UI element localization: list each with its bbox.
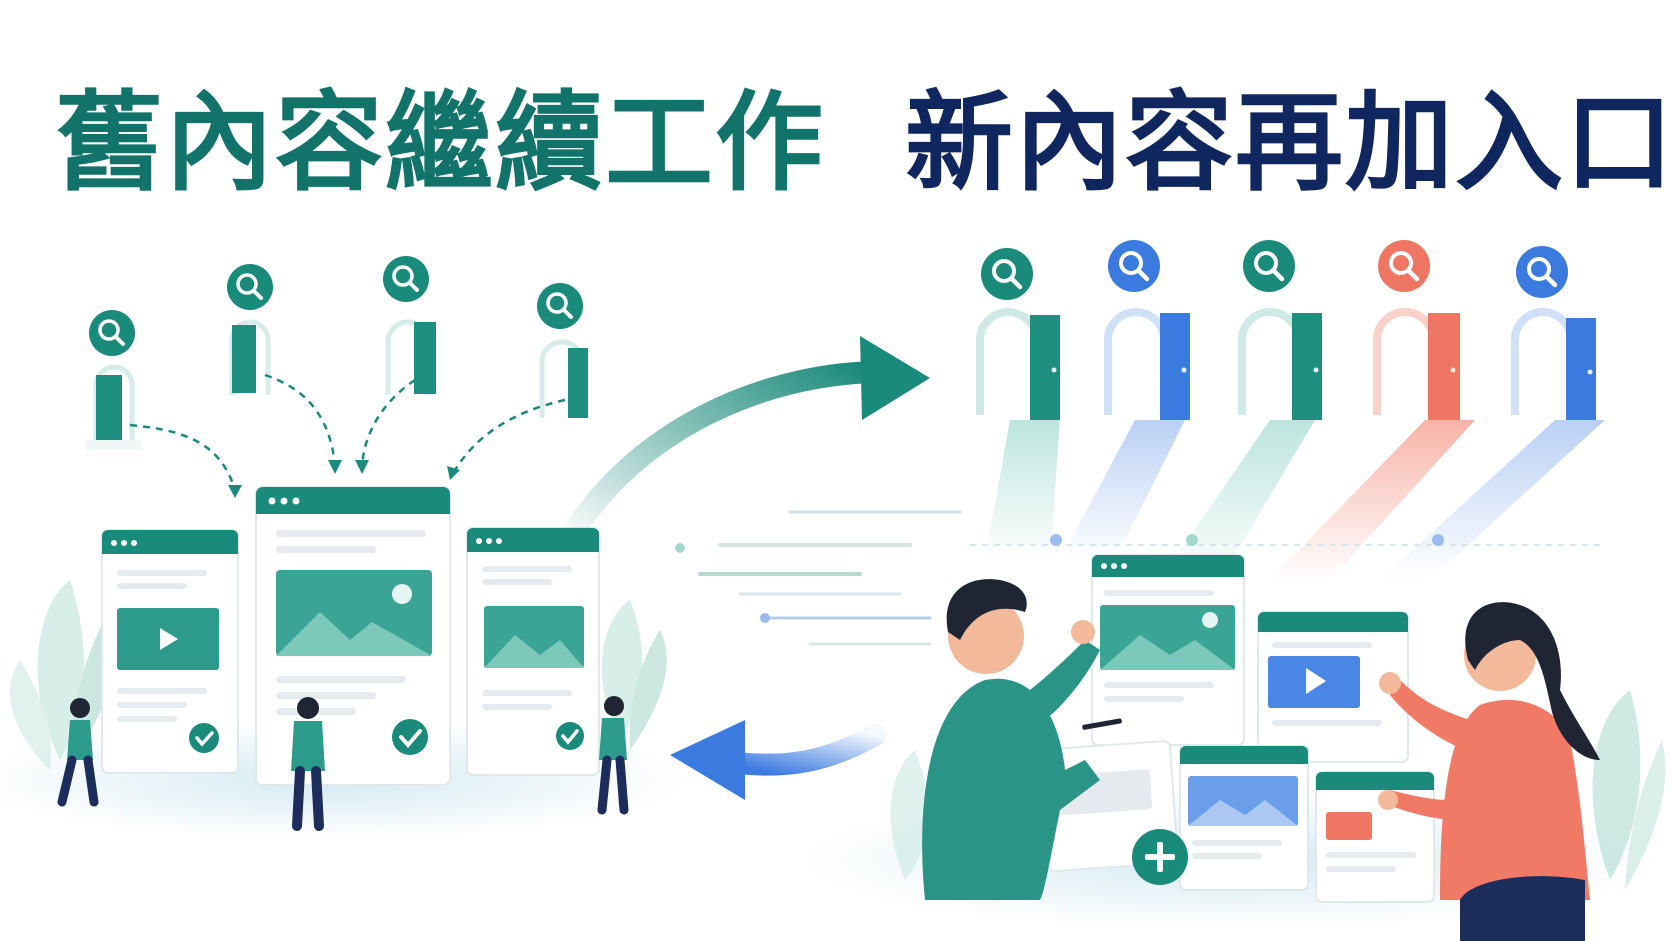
search-icon xyxy=(981,248,1033,300)
title-old-content: 舊內容繼續工作 xyxy=(55,81,826,206)
left-entrance-4 xyxy=(537,283,588,418)
title-new-content: 新內容再加入口 xyxy=(905,81,1672,206)
search-icon xyxy=(383,256,429,302)
arrow-icon-back xyxy=(670,720,886,800)
search-icon xyxy=(1243,240,1295,292)
door-icon xyxy=(1292,313,1322,420)
search-icon xyxy=(227,264,273,310)
person-walking-left xyxy=(57,698,99,807)
check-icon xyxy=(189,723,219,753)
door-icon xyxy=(568,348,588,418)
browser-page-front-center xyxy=(1179,745,1309,891)
left-entrance-3 xyxy=(383,256,436,395)
play-icon xyxy=(1306,668,1326,694)
light-beams xyxy=(970,420,1605,580)
search-icon xyxy=(1378,240,1430,292)
woman-placing-page xyxy=(1378,602,1600,941)
plant-right-2 xyxy=(890,750,928,880)
door-icon xyxy=(1030,315,1060,420)
browser-page-right xyxy=(466,527,600,776)
left-entrance-1 xyxy=(86,310,142,450)
search-icon xyxy=(1516,246,1568,298)
search-icon xyxy=(1108,240,1160,292)
image-thumbnail xyxy=(1326,812,1372,840)
browser-page-left xyxy=(101,529,239,774)
left-entrance-2 xyxy=(227,264,273,395)
right-entrance-1 xyxy=(976,248,1060,420)
door-icon xyxy=(232,325,256,393)
browser-page-front-right xyxy=(1315,771,1435,903)
door-icon xyxy=(96,375,122,440)
door-icon xyxy=(1566,318,1596,420)
plus-icon xyxy=(1132,829,1188,885)
search-icon xyxy=(89,310,135,356)
right-entrance-4 xyxy=(1373,240,1460,420)
arrow-icon xyxy=(564,336,930,541)
door-icon xyxy=(1160,313,1190,420)
right-entrance-5 xyxy=(1511,246,1596,420)
arrow-heads-left xyxy=(228,460,460,498)
check-icon xyxy=(556,722,584,750)
browser-page-center xyxy=(255,486,451,786)
dashed-arrows-left xyxy=(129,373,566,491)
browser-page-back-right xyxy=(1257,611,1409,763)
right-entrance-2 xyxy=(1104,240,1190,420)
browser-page-back-left xyxy=(1091,554,1245,746)
door-icon xyxy=(1428,313,1460,420)
play-icon xyxy=(160,628,178,650)
search-icon xyxy=(537,283,583,329)
man-editing xyxy=(922,579,1122,900)
speed-lines xyxy=(675,510,962,646)
door-icon xyxy=(414,322,436,394)
person-standing-center xyxy=(291,697,325,831)
plant-right xyxy=(1592,690,1666,890)
person-walking-right xyxy=(597,696,629,815)
right-entrance-3 xyxy=(1238,240,1322,420)
check-icon xyxy=(392,719,428,755)
